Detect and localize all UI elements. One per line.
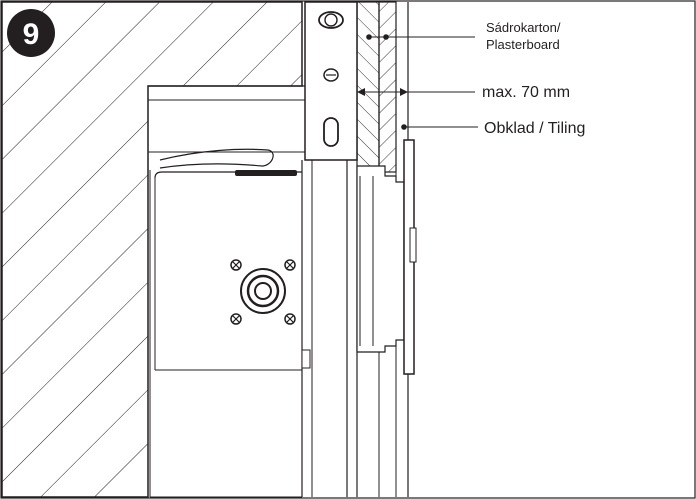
tiling-label: Obklad / Tiling	[484, 120, 585, 137]
screw-icon	[230, 313, 242, 325]
dimension-line	[357, 88, 475, 96]
flush-plate-frame	[356, 139, 417, 375]
screw-icon	[284, 313, 296, 325]
leader-lines	[366, 34, 478, 130]
step-badge: 9	[7, 9, 55, 57]
plasterboard-label-line2: Plasterboard	[486, 37, 560, 52]
plasterboard-label-line1: Sádrokarton/	[486, 20, 561, 35]
cistern-housing	[149, 148, 303, 498]
screw-icon	[284, 259, 296, 271]
frame-profiles	[301, 160, 348, 497]
screw-icon	[230, 259, 242, 271]
max-thickness-label: max. 70 mm	[482, 84, 570, 101]
mounting-bracket	[304, 1, 358, 161]
step-number: 9	[23, 18, 40, 51]
valve-fitting	[230, 259, 296, 325]
